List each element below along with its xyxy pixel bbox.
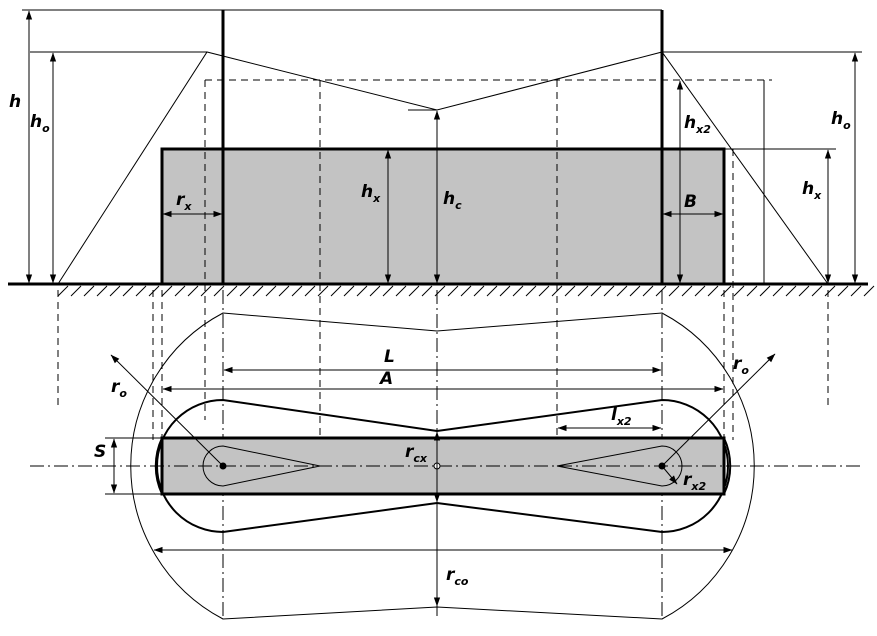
ro-right-leader	[661, 353, 776, 467]
ground-hatch-mark	[213, 285, 225, 297]
rx2-leader	[661, 465, 678, 485]
ground-hatch-mark	[460, 285, 472, 297]
ground-hatch-mark	[421, 285, 433, 297]
ground-hatch-mark	[70, 285, 82, 297]
ground-hatch-mark	[343, 285, 355, 297]
ground-hatching	[57, 285, 875, 297]
label-B: B	[684, 192, 697, 212]
ground-hatch-mark	[148, 285, 160, 297]
ground-hatch-mark	[200, 285, 212, 297]
label-rx2: rx2	[683, 470, 706, 493]
building-elevation	[160, 147, 726, 286]
ground-hatch-mark	[811, 285, 823, 297]
ground-hatch-mark	[694, 285, 706, 297]
ro-left-leader	[110, 354, 224, 467]
label-hx2: hx2	[684, 113, 711, 136]
label-A: A	[378, 369, 393, 389]
ground-hatch-mark	[564, 285, 576, 297]
ground-hatch-mark	[122, 285, 134, 297]
ground-hatch-mark	[850, 285, 862, 297]
ground-hatch-mark	[96, 285, 108, 297]
ground-hatch-mark	[369, 285, 381, 297]
ground-hatch-mark	[408, 285, 420, 297]
ground-hatch-mark	[83, 285, 95, 297]
elevation-view	[8, 9, 875, 297]
ground-hatch-mark	[668, 285, 680, 297]
ground-hatch-mark	[291, 285, 303, 297]
zone-hx2-right	[556, 445, 683, 487]
ground-hatch-mark	[174, 285, 186, 297]
ground-hatch-mark	[239, 285, 251, 297]
projection-lines	[57, 80, 829, 620]
ground-hatch-mark	[330, 285, 342, 297]
ground-hatch-mark	[486, 285, 498, 297]
ground-hatch-mark	[720, 285, 732, 297]
label-lx2: lx2	[611, 405, 632, 428]
label-rcx: rcx	[405, 442, 428, 465]
plan-view	[30, 312, 860, 620]
label-hx-right: hx	[802, 179, 822, 202]
ground-hatch-mark	[395, 285, 407, 297]
label-rco: rco	[446, 565, 469, 588]
ground-hatch-mark	[135, 285, 147, 297]
ground-hatch-mark	[499, 285, 511, 297]
ground-hatch-mark	[629, 285, 641, 297]
ground-hatch-mark	[772, 285, 784, 297]
ground-hatch-mark	[252, 285, 264, 297]
zone-hx2-left	[202, 445, 321, 487]
ground-hatch-mark	[304, 285, 316, 297]
label-ro-right: ro	[733, 354, 749, 377]
ground-hatch-mark	[447, 285, 459, 297]
ground-hatch-mark	[746, 285, 758, 297]
ground-hatch-mark	[837, 285, 849, 297]
ground-hatch-mark	[226, 285, 238, 297]
ground-hatch-mark	[733, 285, 745, 297]
label-hc: hc	[443, 189, 462, 212]
label-L: L	[384, 347, 395, 367]
ground-hatch-mark	[616, 285, 628, 297]
ground-hatch-mark	[538, 285, 550, 297]
ground-hatch-mark	[57, 285, 69, 297]
ground-hatch-mark	[278, 285, 290, 297]
ground-hatch-mark	[785, 285, 797, 297]
zone-at-hx	[156, 398, 729, 534]
ground-hatch-mark	[109, 285, 121, 297]
label-S: S	[94, 442, 106, 462]
label-h: h	[9, 92, 21, 112]
ground-hatch-mark	[265, 285, 277, 297]
ground-hatch-mark	[798, 285, 810, 297]
ground-hatch-mark	[187, 285, 199, 297]
labels: h ho rx hx hc hx2 B ho hx L A ro ro lx2 …	[9, 92, 851, 588]
ground-hatch-mark	[512, 285, 524, 297]
ground-hatch-mark	[707, 285, 719, 297]
label-rx: rx	[176, 190, 192, 213]
ground-hatch-mark	[356, 285, 368, 297]
ground-hatch-mark	[161, 285, 173, 297]
label-ho-left: ho	[30, 112, 50, 135]
ground-hatch-mark	[590, 285, 602, 297]
label-ho-right: ho	[831, 109, 851, 132]
ground-hatch-mark	[681, 285, 693, 297]
ground-hatch-mark	[642, 285, 654, 297]
outer-zone-ground	[130, 312, 755, 620]
ground-hatch-mark	[577, 285, 589, 297]
ground-hatch-mark	[863, 285, 875, 297]
label-hx-left: hx	[361, 182, 381, 205]
ground-hatch-mark	[317, 285, 329, 297]
label-ro-left: ro	[111, 377, 127, 400]
ground-hatch-mark	[603, 285, 615, 297]
ground-hatch-mark	[525, 285, 537, 297]
ground-hatch-mark	[382, 285, 394, 297]
ground-hatch-mark	[759, 285, 771, 297]
ground-hatch-mark	[655, 285, 667, 297]
ground-hatch-mark	[473, 285, 485, 297]
ground-hatch-mark	[824, 285, 836, 297]
